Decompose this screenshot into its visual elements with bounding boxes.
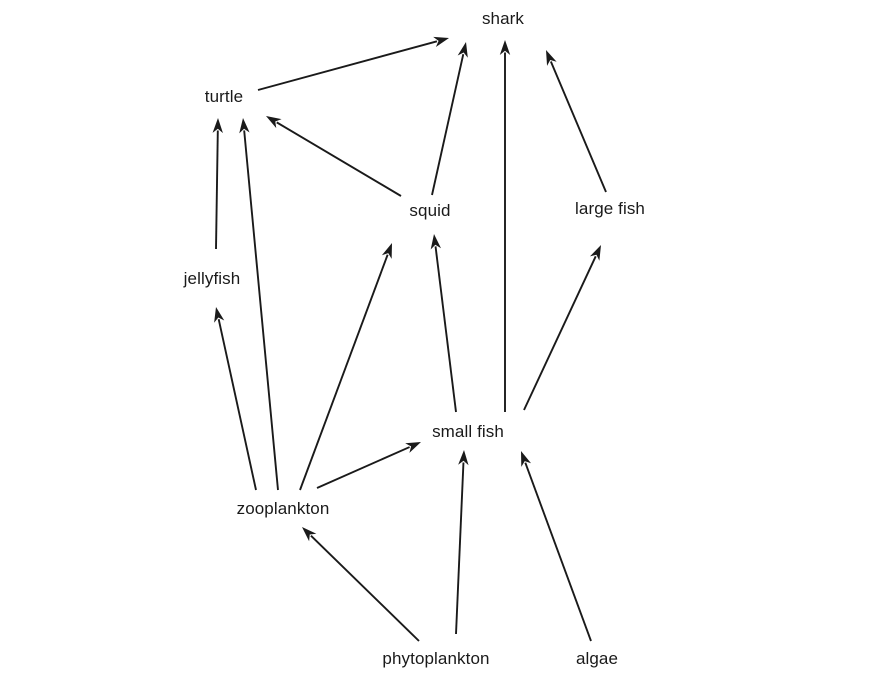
arrow-head-icon — [521, 451, 532, 467]
arrow-head-icon — [405, 442, 421, 453]
node-large_fish: large fish — [575, 199, 645, 218]
arrow-head-icon — [589, 245, 601, 261]
edge-shaft — [299, 254, 389, 491]
edge-shaft — [276, 121, 402, 197]
node-squid: squid — [409, 201, 451, 220]
edge-shaft — [316, 446, 410, 489]
edge-squid-shark — [431, 42, 468, 196]
edge-squid-turtle — [266, 116, 402, 197]
edge-shaft — [431, 53, 465, 196]
node-shark: shark — [481, 9, 525, 28]
arrow-head-icon — [212, 118, 223, 134]
edge-shaft — [217, 319, 257, 491]
arrow-head-icon — [430, 234, 441, 250]
edge-algae-small-fish — [521, 451, 592, 642]
edge-shaft — [243, 130, 279, 491]
edge-shaft — [524, 462, 592, 642]
edge-shaft — [549, 61, 607, 193]
arrow-head-icon — [546, 50, 557, 66]
arrow-head-icon — [458, 450, 469, 466]
edge-turtle-shark — [257, 36, 449, 91]
arrow-head-icon — [239, 118, 250, 134]
node-algae: algae — [575, 649, 619, 668]
edge-phytoplankton-zooplankton — [302, 527, 420, 642]
arrow-head-icon — [214, 307, 225, 323]
node-phytoplankton: phytoplankton — [382, 649, 490, 668]
edge-shaft — [434, 246, 457, 413]
arrow-head-icon — [499, 40, 511, 55]
edge-shaft — [215, 130, 219, 250]
edge-shaft — [523, 255, 597, 411]
arrow-head-icon — [457, 42, 468, 58]
node-turtle: turtle — [204, 87, 244, 106]
edge-small-fish-large-fish — [523, 245, 601, 411]
arrow-head-icon — [381, 243, 392, 259]
edge-jellyfish-turtle — [212, 118, 223, 250]
node-zooplankton: zooplankton — [236, 499, 330, 518]
edge-zooplankton-small-fish — [316, 442, 421, 489]
node-jellyfish: jellyfish — [183, 269, 241, 288]
edge-small-fish-shark — [499, 40, 511, 412]
edge-zooplankton-jellyfish — [214, 307, 257, 491]
edge-shaft — [257, 40, 438, 91]
arrow-head-icon — [433, 36, 449, 47]
edge-small-fish-squid — [430, 234, 457, 413]
node-small_fish: small fish — [432, 422, 504, 441]
arrow-head-icon — [302, 527, 317, 542]
arrow-head-icon — [266, 116, 282, 129]
edge-large-fish-shark — [546, 50, 607, 193]
edge-shaft — [310, 535, 420, 642]
edge-zooplankton-turtle — [239, 118, 279, 491]
edge-shaft — [455, 462, 465, 635]
edge-zooplankton-squid — [299, 243, 392, 491]
edge-phytoplankton-small-fish — [455, 450, 469, 635]
